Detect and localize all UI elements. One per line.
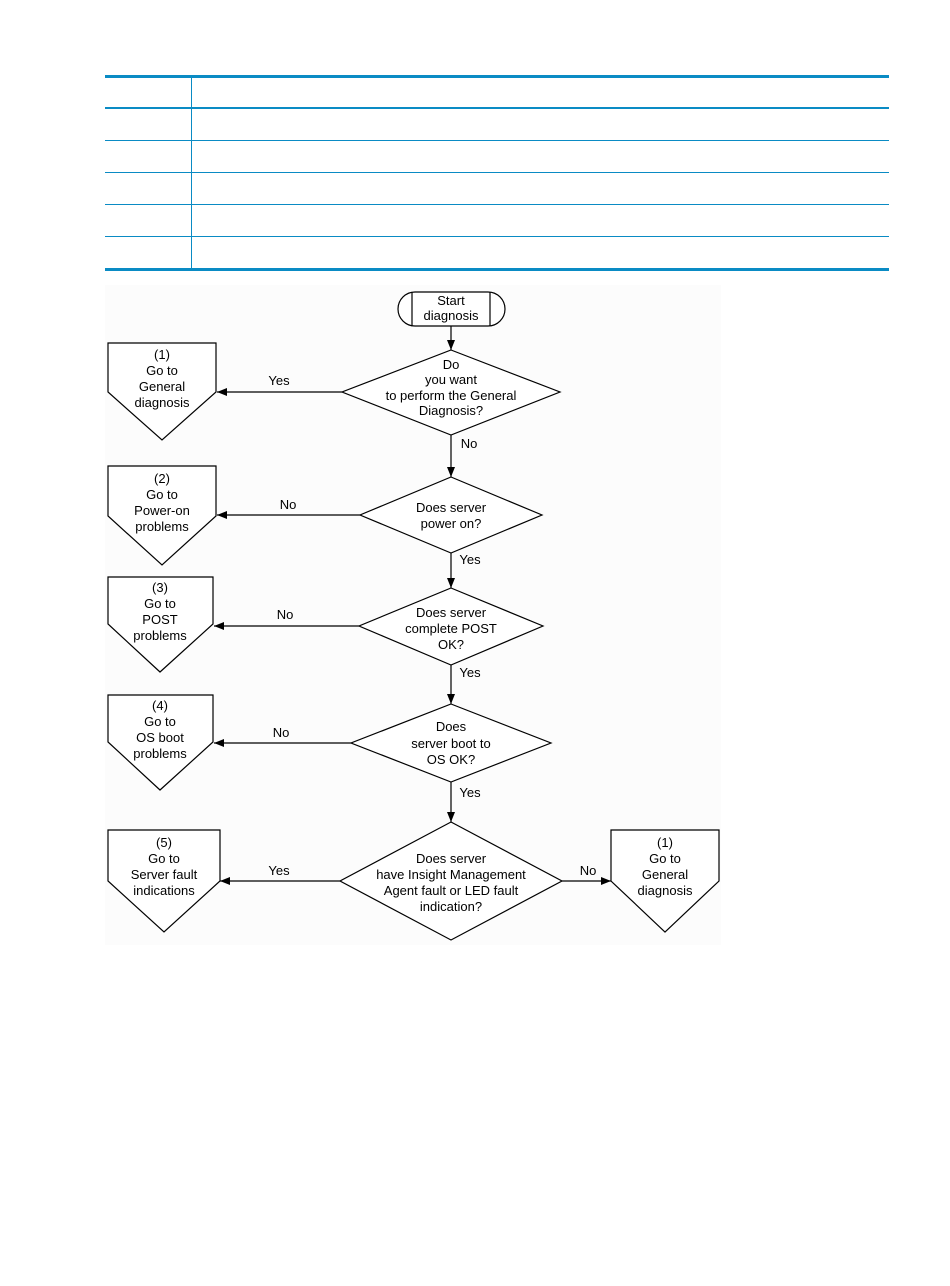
table-cell [191,76,889,109]
decision-text: Do [443,357,460,372]
offpage-connector-general-diagnosis: (1) Go to General diagnosis [107,342,217,441]
connector-text: Power-on [134,503,190,518]
table-cell [191,108,889,141]
decision-fault-indication: Does server have Insight Management Agen… [338,821,564,941]
table-cell [105,172,192,205]
table-cell [105,108,192,141]
table-row [105,204,889,237]
table-cell [105,236,192,270]
edge-label-yes: Yes [268,863,290,878]
decision-text: Does server [416,851,487,866]
decision-power-on: Does server power on? [358,476,544,554]
connector-text: Go to [148,851,180,866]
edge-label-no: No [580,863,597,878]
legend-table [105,75,889,271]
connector-text: (3) [152,580,168,595]
decision-general-diagnosis: Do you want to perform the General Diagn… [340,349,562,436]
connector-text: Server fault [131,867,198,882]
table-cell [105,204,192,237]
connector-text: Go to [144,596,176,611]
table-header-row [105,76,889,109]
edge-label-yes: Yes [459,665,481,680]
decision-text: Does server [416,500,487,515]
connector-text: (2) [154,471,170,486]
table-row [105,172,889,205]
edge-label-no: No [277,607,294,622]
offpage-connector-general-diagnosis-right: (1) Go to General diagnosis [610,829,720,933]
connector-text: diagnosis [135,395,190,410]
start-label-line2: diagnosis [424,308,479,323]
connector-text: (5) [156,835,172,850]
table-row [105,108,889,141]
offpage-connector-power-on-problems: (2) Go to Power-on problems [107,465,217,566]
connector-text: General [139,379,185,394]
edge-label-yes: Yes [459,785,481,800]
connector-text: (1) [657,835,673,850]
decision-post: Does server complete POST OK? [357,587,545,666]
start-terminal: Start diagnosis [397,291,506,327]
decision-text: OS OK? [427,752,475,767]
connector-text: POST [142,612,177,627]
decision-text: indication? [420,899,482,914]
table-cell [105,76,192,109]
connector-text: Go to [144,714,176,729]
decision-text: power on? [421,516,482,531]
connector-text: General [642,867,688,882]
offpage-connector-server-fault-indications: (5) Go to Server fault indications [107,829,221,933]
decision-os-boot: Does server boot to OS OK? [349,703,553,783]
connector-text: diagnosis [638,883,693,898]
decision-text: complete POST [405,621,497,636]
start-label-line1: Start [437,293,465,308]
connector-text: problems [135,519,189,534]
decision-text: you want [425,372,477,387]
table-cell [191,140,889,173]
connector-text: problems [133,628,187,643]
decision-text: Does [436,719,467,734]
connector-text: indications [133,883,195,898]
connector-text: Go to [146,487,178,502]
connector-text: problems [133,746,187,761]
offpage-connector-post-problems: (3) Go to POST problems [107,576,214,673]
table-cell [105,140,192,173]
table-cell [191,172,889,205]
connector-text: (1) [154,347,170,362]
edge-label-no: No [461,436,478,451]
connector-text: (4) [152,698,168,713]
decision-text: to perform the General [386,388,517,403]
table-row [105,140,889,173]
offpage-connector-os-boot-problems: (4) Go to OS boot problems [107,694,214,791]
decision-text: OK? [438,637,464,652]
edge-label-no: No [280,497,297,512]
decision-text: have Insight Management [376,867,526,882]
edge-label-yes: Yes [459,552,481,567]
decision-text: server boot to [411,736,491,751]
connector-text: Go to [649,851,681,866]
decision-text: Does server [416,605,487,620]
connector-text: OS boot [136,730,184,745]
table-cell [191,204,889,237]
decision-text: Agent fault or LED fault [384,883,519,898]
table-row [105,236,889,270]
connector-text: Go to [146,363,178,378]
edge-label-yes: Yes [268,373,290,388]
decision-text: Diagnosis? [419,403,483,418]
edge-label-no: No [273,725,290,740]
